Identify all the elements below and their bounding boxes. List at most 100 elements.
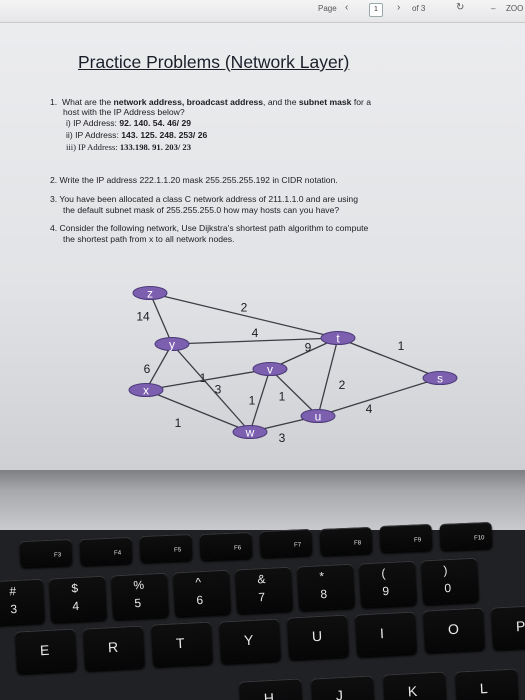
fn-key-f9[interactable]: F9	[379, 523, 433, 553]
fn-key-f8[interactable]: F8	[319, 526, 373, 555]
edge-y-w	[171, 343, 251, 433]
edge-weight-y-w: 1	[200, 371, 207, 385]
node-label-s: s	[437, 372, 443, 386]
key-legend: F9	[413, 537, 422, 544]
key-legend: 9	[382, 583, 390, 599]
key-legend: F4	[113, 549, 122, 557]
key-y[interactable]: Y	[218, 617, 282, 664]
page-title: Practice Problems (Network Layer)	[78, 52, 350, 72]
fn-key-f7[interactable]: F7	[259, 528, 313, 558]
key-o[interactable]: O	[422, 607, 486, 653]
edge-v-w	[249, 368, 271, 433]
edge-weight-z-y: 14	[136, 310, 150, 324]
page-total: of 3	[412, 4, 426, 13]
key-7[interactable]: &7	[234, 566, 294, 614]
key-0[interactable]: )0	[420, 557, 480, 605]
key-h[interactable]: H	[238, 678, 304, 700]
key-legend: L	[479, 679, 489, 696]
key-r[interactable]: R	[82, 624, 146, 671]
key-legend: 0	[444, 580, 452, 596]
question-1: 1. What are the network address, broadca…	[50, 97, 372, 107]
question-1-item-1: i) IP Address: 92. 140. 54. 46/ 29	[66, 118, 192, 128]
edge-weight-t-u: 2	[339, 378, 346, 392]
key-legend: O	[447, 620, 460, 638]
key-legend: (	[381, 566, 386, 581]
edge-y-t	[171, 337, 339, 345]
key-j[interactable]: J	[310, 674, 376, 700]
prev-page-icon[interactable]: ‹	[345, 2, 349, 13]
question-1-item-3: iii) IP Address: 133.198. 91. 203/ 23	[66, 142, 192, 152]
key-k[interactable]: K	[382, 671, 448, 700]
node-z: z	[132, 286, 168, 301]
edge-weight-u-s: 4	[366, 402, 373, 416]
key-legend: %	[133, 577, 145, 593]
page-label: Page	[318, 4, 337, 13]
question-2: 2. Write the IP address 222.1.1.20 mask …	[50, 175, 338, 185]
node-label-u: u	[315, 410, 322, 424]
next-page-icon[interactable]: ›	[397, 2, 401, 13]
edge-weight-x-v: 3	[215, 383, 222, 397]
key-5[interactable]: %5	[110, 572, 170, 620]
fn-key-f6[interactable]: F6	[199, 531, 253, 560]
key-4[interactable]: $4	[48, 575, 108, 623]
key-3[interactable]: #3	[0, 578, 46, 626]
edge-weight-t-s: 1	[398, 339, 405, 353]
edge-weight-y-x: 6	[144, 362, 151, 376]
key-legend: 7	[258, 589, 266, 605]
key-legend: &	[257, 571, 266, 587]
key-legend: ^	[195, 575, 202, 590]
node-label-x: x	[143, 384, 149, 398]
node-label-w: w	[245, 426, 255, 440]
rotate-icon[interactable]: ↻	[456, 2, 465, 13]
key-legend: U	[311, 627, 323, 645]
key-l[interactable]: L	[454, 667, 520, 700]
fn-key-f4[interactable]: F4	[79, 536, 133, 565]
node-y: y	[154, 337, 190, 352]
key-legend: *	[319, 569, 325, 584]
node-label-z: z	[147, 287, 153, 301]
key-i[interactable]: I	[354, 610, 418, 657]
key-legend: I	[379, 624, 385, 641]
key-t[interactable]: T	[150, 621, 214, 667]
laptop-bezel	[0, 470, 525, 530]
zoom-out-icon[interactable]: –	[491, 4, 496, 13]
node-label-v: v	[267, 363, 273, 377]
key-legend: F3	[53, 552, 62, 559]
key-legend: 6	[196, 592, 204, 608]
key-e[interactable]: E	[14, 628, 78, 674]
key-legend: F10	[473, 534, 485, 542]
fn-key-f3[interactable]: F3	[19, 538, 73, 568]
fn-key-f10[interactable]: F10	[439, 521, 493, 550]
key-legend: )	[443, 563, 448, 578]
question-1-item-2: ii) IP Address: 143. 125. 248. 253/ 26	[66, 130, 208, 140]
node-s: s	[422, 371, 458, 386]
fn-key-f5[interactable]: F5	[139, 533, 193, 563]
node-u: u	[300, 409, 336, 424]
key-u[interactable]: U	[286, 614, 350, 660]
edge-t-s	[337, 337, 441, 379]
node-label-y: y	[169, 338, 175, 352]
node-v: v	[252, 362, 288, 377]
key-legend: 4	[72, 598, 80, 614]
node-x: x	[128, 383, 164, 398]
key-legend: P	[515, 617, 525, 634]
key-8[interactable]: *8	[296, 563, 356, 611]
key-legend: F5	[173, 547, 182, 554]
key-legend: H	[263, 689, 275, 700]
key-legend: J	[335, 686, 344, 700]
key-9[interactable]: (9	[358, 560, 418, 608]
key-legend: $	[71, 580, 79, 596]
question-4-line-2: the shortest path from x to all network …	[63, 234, 235, 244]
key-legend: T	[175, 634, 185, 652]
key-p[interactable]: P	[490, 603, 525, 650]
pdf-toolbar: Page ‹ 1 › of 3 ↻ – ZOO	[0, 0, 525, 23]
key-legend: F6	[233, 544, 242, 552]
page-number-input[interactable]: 1	[369, 3, 383, 17]
question-4-line-1: 4. Consider the following network, Use D…	[50, 223, 369, 233]
edge-x-w	[145, 389, 251, 433]
key-legend: #	[9, 583, 17, 599]
key-legend: Y	[243, 631, 254, 648]
edge-z-t	[149, 292, 339, 339]
key-6[interactable]: ^6	[172, 569, 232, 617]
